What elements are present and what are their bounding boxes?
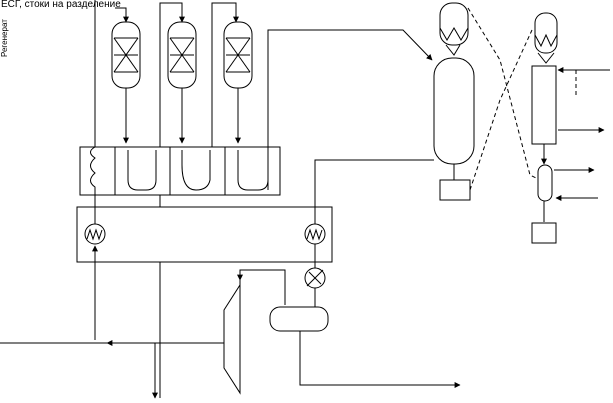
stabilization-column [433,2,475,201]
reactor-1 [111,21,141,89]
furnace-convection-section [76,206,333,263]
feed-lines-left [0,0,224,399]
reactor-outlet-lines [123,88,241,144]
regenerator-column [531,12,610,244]
regenerant-label: Регенерат [0,19,9,57]
outlet-streams-label: ЕСГ, стоки на разделение [1,0,121,10]
reactor-effluent-line [267,29,433,190]
effluent-cooling-line [314,159,434,268]
gas-separator-drum [269,288,461,388]
furnace-radiant-section [79,146,281,196]
reactor-2 [167,21,197,89]
regeneration-transfer-lines [467,7,541,191]
compressor [223,269,286,395]
reactor-feed-lines [115,2,239,398]
air-cooler [304,267,326,289]
reactor-3 [223,21,253,89]
